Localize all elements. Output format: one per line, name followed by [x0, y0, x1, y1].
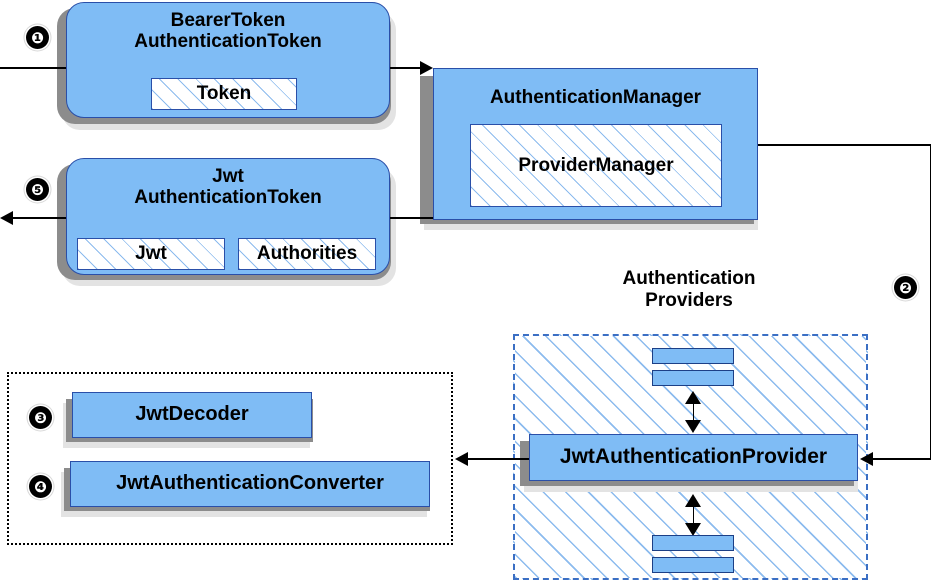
connector-rail-to-provider [872, 458, 930, 460]
step-badge-4: ❹ [29, 475, 52, 498]
jwt-token-title-line2: AuthenticationToken [134, 186, 322, 208]
provider-placeholder-bar-bottom-2 [652, 557, 734, 573]
arrowhead-provider-link-top-down [685, 420, 701, 433]
jwt-support-container [7, 372, 453, 545]
connector-request-in [0, 67, 70, 69]
connector-manager-out [757, 144, 931, 146]
arrowhead-bearer-to-manager [420, 61, 433, 75]
bearer-token-title-line2: AuthenticationToken [134, 30, 322, 52]
connector-provider-link-bottom [692, 501, 695, 527]
step-badge-2: ❷ [894, 276, 917, 299]
arrowhead-provider-link-bottom-down [685, 523, 701, 536]
node-jwt-decoder[interactable]: JwtDecoder [72, 392, 312, 438]
inner-field-jwt: Jwt [77, 238, 225, 270]
connector-manager-to-jwttoken [388, 217, 434, 219]
authentication-providers-caption-line2: Providers [645, 289, 733, 311]
jwt-token-title-line1: Jwt [212, 166, 244, 187]
node-jwt-authentication-converter[interactable]: JwtAuthenticationConverter [70, 461, 430, 507]
connector-response-out [12, 217, 70, 219]
authentication-providers-caption-line1: Authentication [622, 268, 756, 289]
arrowhead-response-out [0, 211, 13, 225]
provider-placeholder-bar-top-1 [652, 348, 734, 364]
inner-field-provider-manager: ProviderManager [470, 124, 722, 207]
inner-field-token: Token [151, 78, 297, 110]
bearer-token-title-line1: BearerToken [170, 10, 286, 31]
connector-right-rail [929, 144, 932, 460]
connector-provider-link-top [692, 398, 695, 424]
provider-placeholder-bar-top-2 [652, 370, 734, 386]
arrowhead-rail-to-provider [860, 452, 873, 466]
connector-bearer-to-manager [388, 67, 424, 69]
step-badge-3: ❸ [29, 406, 52, 429]
inner-field-authorities: Authorities [238, 238, 376, 270]
provider-placeholder-bar-bottom-1 [652, 535, 734, 551]
node-jwt-authentication-provider[interactable]: JwtAuthenticationProvider [529, 434, 858, 481]
arrowhead-provider-link-bottom-up [685, 494, 701, 507]
connector-provider-to-support [466, 458, 530, 460]
authentication-providers-caption: Authentication Providers [566, 268, 812, 312]
arrowhead-provider-link-top-up [685, 391, 701, 404]
arrowhead-provider-to-support [455, 452, 468, 466]
authentication-manager-title: AuthenticationManager [489, 87, 702, 108]
step-badge-1: ❶ [26, 26, 49, 49]
step-badge-5: ❺ [26, 178, 49, 201]
